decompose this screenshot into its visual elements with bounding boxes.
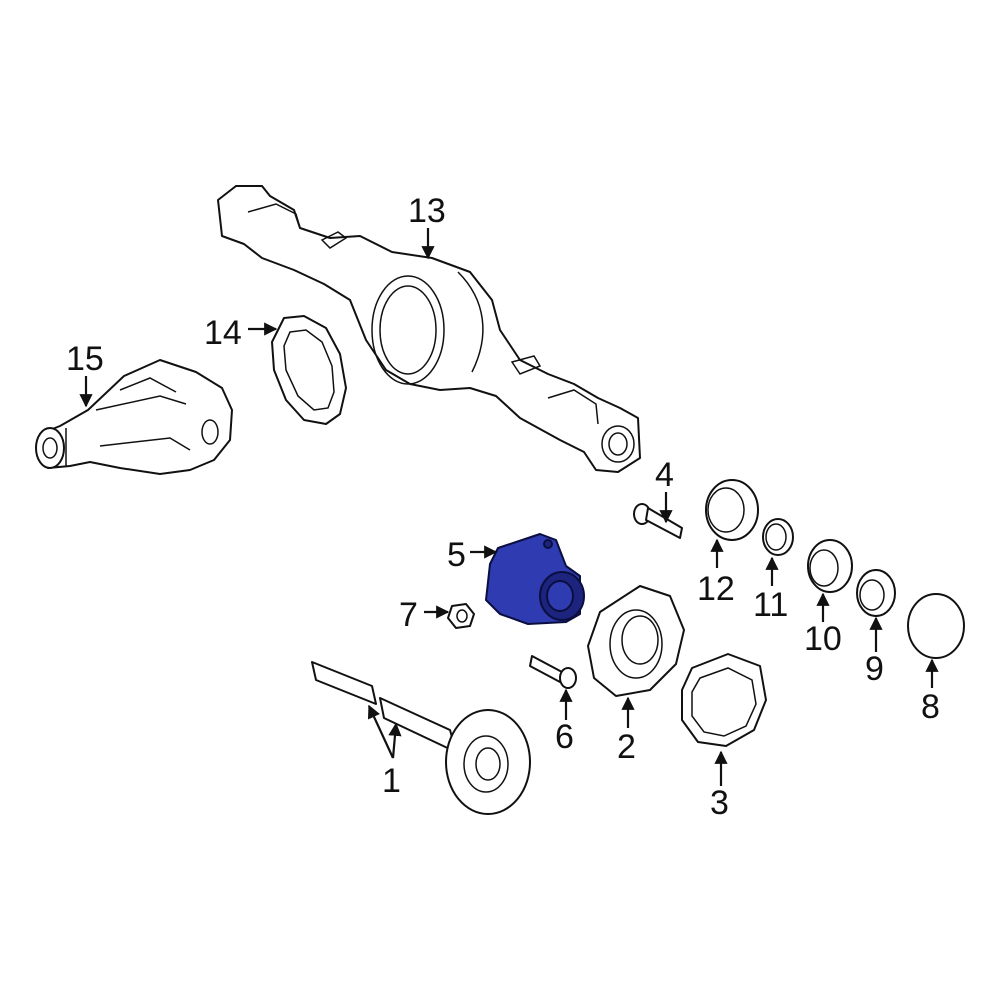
callout-9: 9: [865, 650, 884, 688]
cap-part-8[interactable]: [907, 593, 965, 659]
bolt-part-4[interactable]: [633, 503, 683, 539]
nut-part-7[interactable]: [447, 603, 475, 629]
bearing-race-part-9[interactable]: [856, 569, 896, 617]
axle-shaft-part-1[interactable]: [311, 661, 531, 815]
bearing-part-10[interactable]: [807, 539, 853, 593]
callout-10: 10: [804, 620, 842, 658]
callout-6: 6: [555, 718, 574, 756]
oil-seal-part-12[interactable]: [705, 479, 759, 541]
gasket-part-3[interactable]: [681, 653, 767, 747]
callout-1: 1: [382, 762, 401, 800]
callout-5: 5: [447, 536, 466, 574]
axle-housing-part-13[interactable]: [217, 185, 641, 473]
callout-3: 3: [710, 784, 729, 822]
gasket-part-14[interactable]: [271, 315, 347, 425]
callout-12: 12: [697, 570, 735, 608]
callout-7: 7: [399, 596, 418, 634]
callout-labels: 1 2 3 4 5 6 7 8 9 10 11 12 13 14 15: [66, 192, 940, 822]
leader-lines: [79, 228, 939, 786]
callout-4: 4: [655, 456, 674, 494]
backing-plate-part-2[interactable]: [587, 585, 685, 697]
callout-2: 2: [617, 728, 636, 766]
callout-11: 11: [753, 586, 788, 624]
callout-13: 13: [408, 192, 446, 230]
stud-bolt-part-6[interactable]: [529, 655, 577, 689]
snap-ring-part-11[interactable]: [762, 518, 794, 556]
axle-hub-part-5-highlighted[interactable]: [485, 533, 585, 625]
callout-14: 14: [204, 314, 242, 352]
callout-15: 15: [66, 340, 104, 378]
callout-8: 8: [921, 688, 940, 726]
differential-carrier-part-15[interactable]: [35, 359, 233, 475]
